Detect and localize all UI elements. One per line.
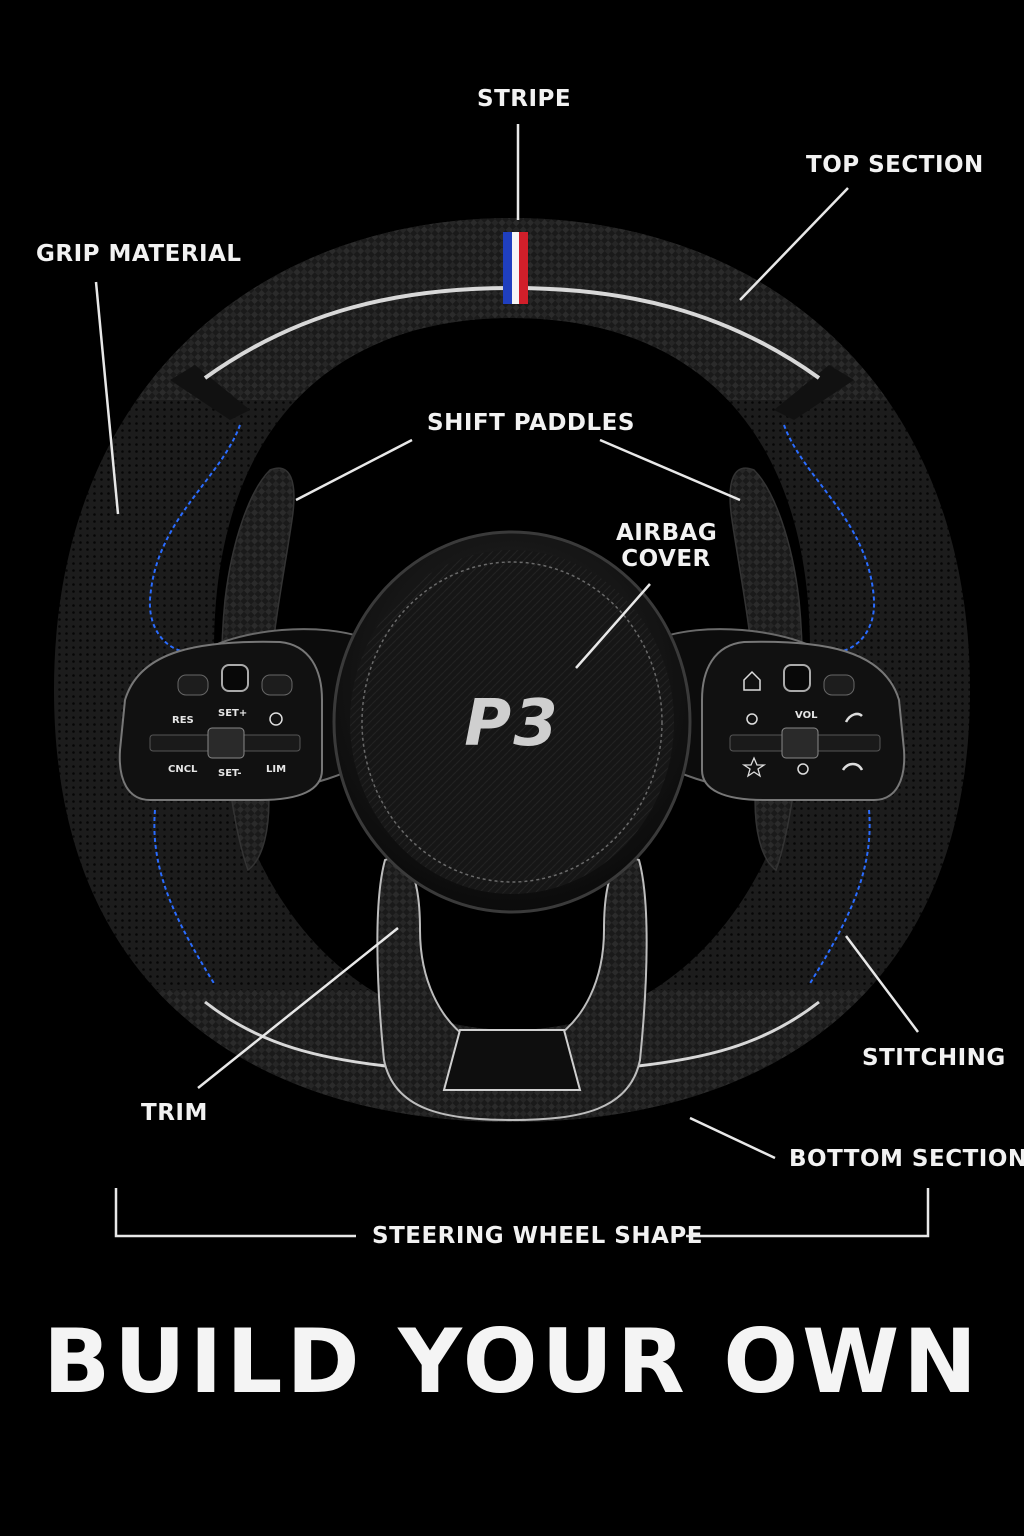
- home-icon[interactable]: [743, 670, 761, 691]
- p3-logo: P3: [464, 687, 559, 761]
- stitching: [148, 424, 876, 986]
- left-button-set-minus[interactable]: SET-: [218, 768, 242, 779]
- label-bottom-section: BOTTOM SECTION: [789, 1146, 1024, 1172]
- label-trim: TRIM: [141, 1100, 208, 1126]
- star-icon[interactable]: [741, 756, 767, 778]
- shape-bracket-left: [114, 1188, 356, 1238]
- left-button-return[interactable]: [261, 674, 293, 696]
- top-section-leader: [739, 187, 849, 301]
- left-button-panel: RES SET+ CNCL SET- LIM: [118, 640, 323, 801]
- left-button-back[interactable]: [177, 674, 209, 696]
- left-button-res[interactable]: RES: [172, 715, 194, 726]
- label-shift-paddles: SHIFT PADDLES: [427, 410, 635, 436]
- right-touchpad[interactable]: [783, 664, 811, 692]
- grip-transition-left: [170, 365, 250, 420]
- leader-lines: [94, 124, 930, 1238]
- trim-leader: [197, 927, 399, 1089]
- top-stripe: [503, 232, 528, 304]
- label-grip-material: GRIP MATERIAL: [36, 241, 242, 267]
- grip-transition-right: [774, 365, 854, 420]
- airbag-cover: P3: [332, 530, 692, 914]
- grip-material-leader: [94, 281, 120, 515]
- right-volume-thumb[interactable]: [781, 727, 819, 759]
- voice-icon[interactable]: [746, 713, 758, 725]
- mute-icon[interactable]: [797, 763, 809, 775]
- lower-spoke-trim: [376, 857, 648, 1122]
- right-button-top[interactable]: [823, 674, 855, 696]
- speed-limiter-icon[interactable]: [269, 712, 283, 726]
- label-top-section: TOP SECTION: [806, 152, 984, 178]
- bottom-trim-line-left: [204, 1000, 406, 1070]
- bottom-section-leader: [689, 1116, 776, 1160]
- phone-answer-icon[interactable]: [844, 712, 863, 723]
- right-button-vol[interactable]: VOL: [795, 710, 818, 721]
- label-stitching: STITCHING: [862, 1045, 1006, 1071]
- stitching-leader: [845, 935, 919, 1033]
- left-button-cncl[interactable]: CNCL: [168, 764, 198, 775]
- label-stripe: STRIPE: [477, 86, 572, 112]
- label-steering-wheel-shape: STEERING WHEEL SHAPE: [372, 1223, 703, 1249]
- headline: BUILD YOUR OWN: [43, 1310, 981, 1413]
- left-touchpad[interactable]: [221, 664, 249, 692]
- bottom-trim-line-right: [618, 1000, 820, 1070]
- shift-paddles-leader-right: [599, 438, 741, 502]
- left-cruise-thumb[interactable]: [207, 727, 245, 759]
- airbag-cover-leader: [575, 583, 651, 669]
- left-button-lim[interactable]: LIM: [266, 764, 286, 775]
- label-airbag-cover: AIRBAG COVER: [616, 520, 718, 573]
- label-airbag-cover-line2: COVER: [621, 546, 711, 573]
- left-button-set-plus[interactable]: SET+: [218, 708, 247, 719]
- shape-bracket-right: [686, 1188, 930, 1238]
- shift-paddles-leader-left: [295, 438, 413, 502]
- lower-spoke-center: [442, 1029, 582, 1091]
- right-button-panel: VOL: [701, 640, 906, 801]
- label-airbag-cover-line1: AIRBAG: [616, 520, 718, 546]
- phone-hangup-icon[interactable]: [841, 762, 864, 771]
